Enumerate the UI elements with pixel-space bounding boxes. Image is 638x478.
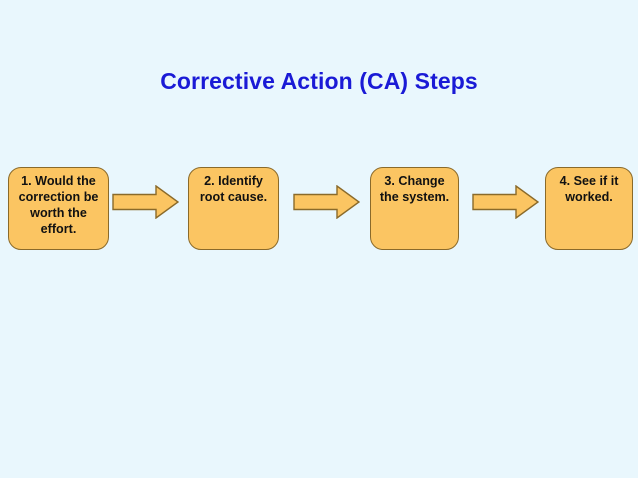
- process-step-1[interactable]: 1. Would the correction be worth the eff…: [8, 167, 109, 250]
- arrow-right-icon-step-3-to-4: [472, 185, 539, 219]
- process-step-3[interactable]: 3. Change the system.: [370, 167, 459, 250]
- arrow-right-icon-step-1-to-2: [112, 185, 179, 219]
- page-title: Corrective Action (CA) Steps: [160, 68, 478, 94]
- process-step-4-label: 4. See if it worked.: [559, 174, 619, 204]
- process-step-2-label: 2. Identify root cause.: [199, 174, 268, 204]
- arrow-right-icon-step-2-to-3: [293, 185, 360, 219]
- process-step-3-label: 3. Change the system.: [379, 174, 450, 204]
- process-step-2[interactable]: 2. Identify root cause.: [188, 167, 279, 250]
- process-step-4[interactable]: 4. See if it worked.: [545, 167, 633, 250]
- process-step-1-label: 1. Would the correction be worth the eff…: [18, 174, 99, 236]
